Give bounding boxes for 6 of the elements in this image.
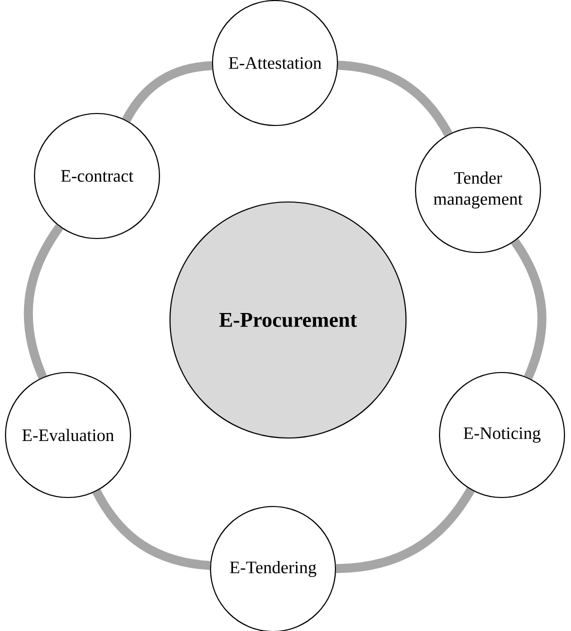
ring-arc (338, 60, 452, 137)
ring-arc (92, 489, 210, 570)
ring-arc (24, 224, 64, 379)
ring-arc (122, 61, 212, 122)
ring-arc (336, 487, 475, 574)
ring-arc (510, 238, 546, 380)
